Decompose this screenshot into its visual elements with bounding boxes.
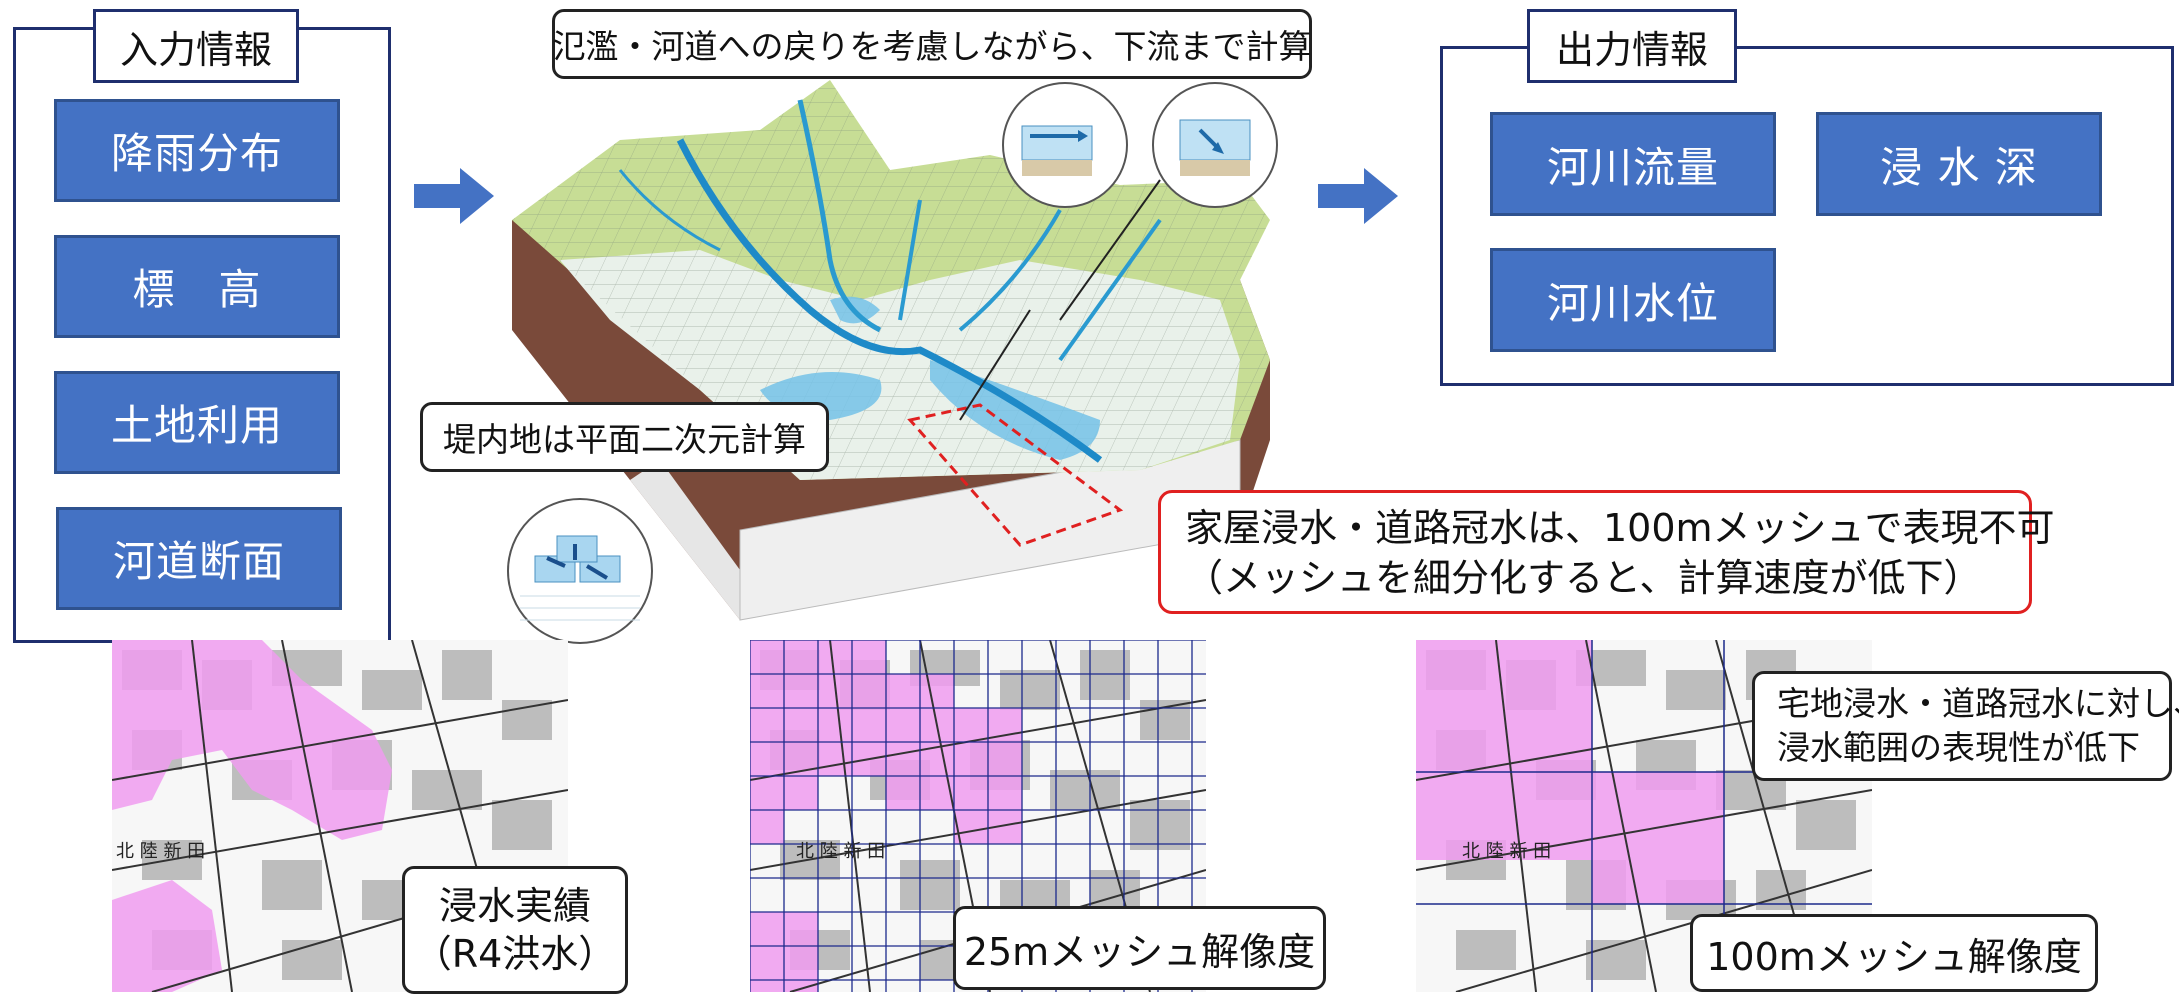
arrow-right-icon xyxy=(1318,168,1398,224)
limitation-line-2: （メッシュを細分化すると、計算速度が低下） xyxy=(1185,556,1982,600)
input-item-elevation: 標 高 xyxy=(54,235,340,338)
label-25m-mesh: 25mメッシュ解像度 xyxy=(953,906,1326,990)
map-place-name: 北 陸 新 田 xyxy=(796,841,886,862)
limitation-line-1: 家屋浸水・道路冠水は、100mメッシュで表現不可 xyxy=(1185,506,2055,550)
input-item-landuse: 土地利用 xyxy=(54,371,340,474)
zoom-circle-river-return-2 xyxy=(1152,82,1278,208)
output-item-inundation-depth: 浸 水 深 xyxy=(1816,112,2102,216)
input-item-rainfall: 降雨分布 xyxy=(54,99,340,202)
label-actual-flood-line-2: （R4洪水） xyxy=(413,932,617,976)
terrain-block-diagram xyxy=(512,80,1270,621)
map-place-name: 北 陸 新 田 xyxy=(116,841,206,862)
zoom-circle-river-return-1 xyxy=(1002,82,1128,208)
label-actual-flood-line-1: 浸水実績 xyxy=(438,884,591,928)
output-item-river-discharge: 河川流量 xyxy=(1490,112,1776,216)
input-item-channel-section: 河道断面 xyxy=(56,507,342,610)
map-actual-flood xyxy=(112,640,568,992)
label-100m-mesh: 100mメッシュ解像度 xyxy=(1690,914,2098,992)
label-actual-flood: 浸水実績 （R4洪水） xyxy=(402,866,628,994)
output-panel-title: 出力情報 xyxy=(1527,9,1737,83)
callout-mesh-limitation: 家屋浸水・道路冠水は、100mメッシュで表現不可 （メッシュを細分化すると、計算… xyxy=(1158,490,2055,614)
note-100m-mesh: 宅地浸水・道路冠水に対し、 浸水範囲の表現性が低下 xyxy=(1752,671,2179,781)
note-100m-line-1: 宅地浸水・道路冠水に対し、 xyxy=(1777,684,2179,723)
callout-downstream-calculation: 氾濫・河道への戻りを考慮しながら、下流まで計算 xyxy=(552,9,1312,79)
note-100m-line-2: 浸水範囲の表現性が低下 xyxy=(1777,728,2140,767)
input-panel-title: 入力情報 xyxy=(93,9,299,83)
callout-floodplain-2d: 堤内地は平面二次元計算 xyxy=(420,402,829,472)
arrow-right-icon xyxy=(414,168,494,224)
map-place-name: 北 陸 新 田 xyxy=(1462,841,1552,862)
zoom-circle-floodplain xyxy=(507,498,653,644)
output-item-river-water-level: 河川水位 xyxy=(1490,248,1776,352)
